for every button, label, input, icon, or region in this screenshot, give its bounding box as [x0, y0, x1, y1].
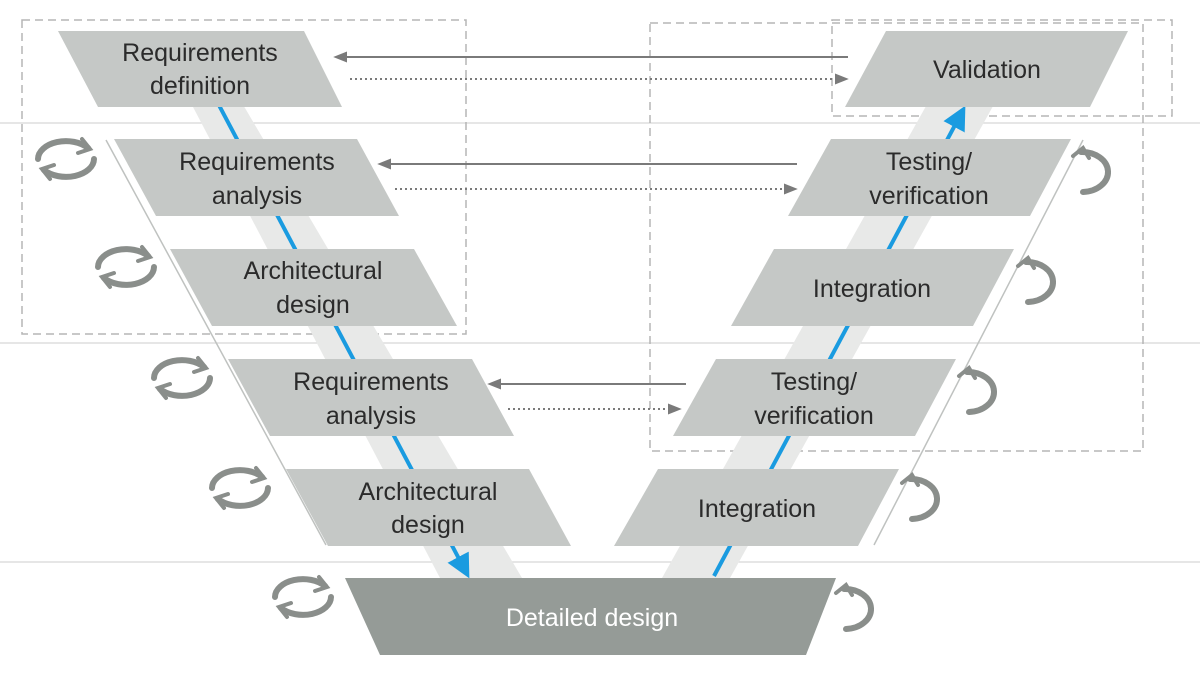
- step-label: Integration: [698, 495, 816, 523]
- system-level-left-group: [21, 19, 467, 335]
- step-architectural-design-system: Architectural design: [170, 249, 457, 326]
- step-requirements-analysis-system: Requirements analysis: [114, 139, 399, 216]
- step-box: [114, 139, 399, 216]
- step-integration-system: Integration: [731, 249, 1014, 326]
- cycle-icon: [209, 466, 271, 510]
- step-label-line1: Testing/: [771, 368, 857, 396]
- right-steps: Validation Testing/ verification Integra…: [614, 31, 1128, 546]
- return-arc-icon: [834, 582, 874, 632]
- left-cycle-icons: [35, 137, 334, 619]
- step-box: [228, 359, 514, 436]
- step-label-line1: Requirements: [179, 148, 335, 176]
- step-label: Detailed design: [506, 604, 678, 632]
- step-box: [614, 469, 899, 546]
- cycle-icon: [151, 356, 213, 400]
- step-box: [845, 31, 1128, 107]
- step-requirements-definition: Requirements definition: [58, 31, 342, 107]
- level-separator-lines: [0, 122, 1200, 563]
- step-label-line2: design: [391, 511, 465, 539]
- step-testing-verification-system: Testing/ verification: [788, 139, 1071, 216]
- step-label-line1: Requirements: [122, 39, 278, 67]
- step-label-line2: verification: [869, 182, 989, 210]
- step-label-line1: Architectural: [359, 478, 498, 506]
- cycle-icon: [95, 245, 157, 289]
- step-box: [345, 578, 836, 655]
- validation-group: [831, 19, 1173, 117]
- step-label-line2: design: [276, 291, 350, 319]
- step-label-line2: analysis: [326, 402, 416, 430]
- left-steps: Requirements definition Requirements ana…: [58, 31, 571, 546]
- step-architectural-design-component: Architectural design: [286, 469, 571, 546]
- dashed-group-frames: [21, 19, 1173, 452]
- left-outer-guide: [105, 139, 327, 546]
- step-box: [731, 249, 1014, 326]
- cycle-icon: [35, 137, 97, 181]
- step-detailed-design: Detailed design: [345, 578, 836, 655]
- step-label: Validation: [933, 56, 1041, 84]
- return-arc-icon: [957, 365, 997, 415]
- step-label: Integration: [813, 275, 931, 303]
- step-box: [58, 31, 342, 107]
- step-label-line2: definition: [150, 72, 250, 100]
- step-testing-verification-component: Testing/ verification: [673, 359, 956, 436]
- return-arc-icon: [1016, 255, 1056, 305]
- step-box: [788, 139, 1071, 216]
- step-label-line2: verification: [754, 402, 874, 430]
- return-arc-icon: [900, 472, 940, 522]
- step-requirements-analysis-component: Requirements analysis: [228, 359, 514, 436]
- return-arc-icon: [1071, 145, 1111, 195]
- system-level-right-group: [649, 22, 1144, 452]
- step-label-line1: Architectural: [244, 257, 383, 285]
- step-box: [170, 249, 457, 326]
- step-label-line1: Testing/: [886, 148, 972, 176]
- step-label-line1: Requirements: [293, 368, 449, 396]
- step-box: [673, 359, 956, 436]
- step-integration-component: Integration: [614, 469, 899, 546]
- cycle-icon: [272, 575, 334, 619]
- step-validation: Validation: [845, 31, 1128, 107]
- step-label-line2: analysis: [212, 182, 302, 210]
- right-return-icons: [834, 145, 1111, 632]
- link-arrows: [333, 51, 849, 415]
- step-box: [286, 469, 571, 546]
